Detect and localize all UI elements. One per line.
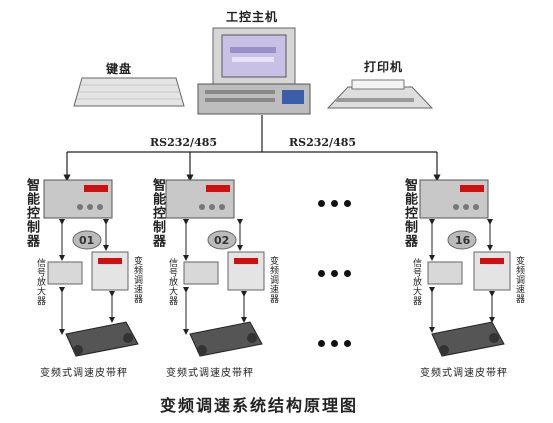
bus-lines (63, 115, 441, 182)
ellipsis-bottom (318, 340, 351, 347)
computer-label: 工控主机 (226, 10, 279, 24)
scale-label: 变频式调速皮带秤 (420, 368, 508, 379)
keyboard (73, 77, 185, 107)
amplifier-label: 信号放大器 (35, 258, 45, 306)
inverter-label: 变频调速器 (268, 256, 278, 304)
ellipsis-top (318, 200, 351, 207)
inverter-label: 变频调速器 (514, 256, 524, 304)
keyboard-label: 键盘 (106, 62, 133, 76)
unit-number: 16 (455, 234, 471, 247)
diagram-caption: 变频调速系统结构原理图 (160, 396, 359, 415)
unit-connections (59, 219, 495, 335)
printer (326, 79, 434, 109)
scale-label: 变频式调速皮带秤 (166, 368, 254, 379)
ellipsis-middle (318, 270, 351, 277)
controller-label: 智能控制器 (150, 178, 165, 248)
amplifier-label: 信号放大器 (167, 258, 177, 306)
unit-devices (43, 179, 511, 357)
printer-label: 打印机 (364, 60, 404, 74)
unit-number: 02 (214, 234, 230, 247)
bus-label-right: RS232/485 (289, 136, 357, 149)
controller-label: 智能控制器 (24, 178, 39, 248)
bus-label-left: RS232/485 (150, 136, 218, 149)
industrial-computer (197, 27, 311, 115)
amplifier-label: 信号放大器 (411, 258, 421, 306)
scale-label: 变频式调速皮带秤 (40, 368, 128, 379)
controller-label: 智能控制器 (402, 178, 417, 248)
inverter-label: 变频调速器 (132, 256, 142, 304)
unit-number: 01 (79, 234, 95, 247)
